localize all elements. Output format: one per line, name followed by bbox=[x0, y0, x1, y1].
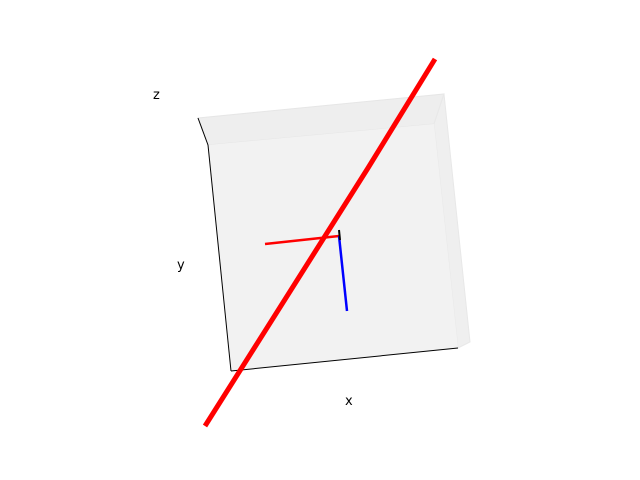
pane-front bbox=[208, 124, 458, 371]
series-line-2 bbox=[264, 234, 340, 246]
series-line-3 bbox=[337, 235, 349, 312]
axis-line-y bbox=[207, 144, 232, 372]
axis-label-x: x bbox=[345, 394, 353, 409]
series-layer bbox=[202, 57, 438, 428]
axis-line-z bbox=[197, 117, 209, 146]
series-line-1 bbox=[202, 57, 438, 428]
axis-label-z: z bbox=[153, 88, 160, 103]
series-line-4 bbox=[338, 229, 341, 241]
axis-label-y: y bbox=[177, 258, 185, 273]
axis-line-x bbox=[230, 347, 459, 372]
